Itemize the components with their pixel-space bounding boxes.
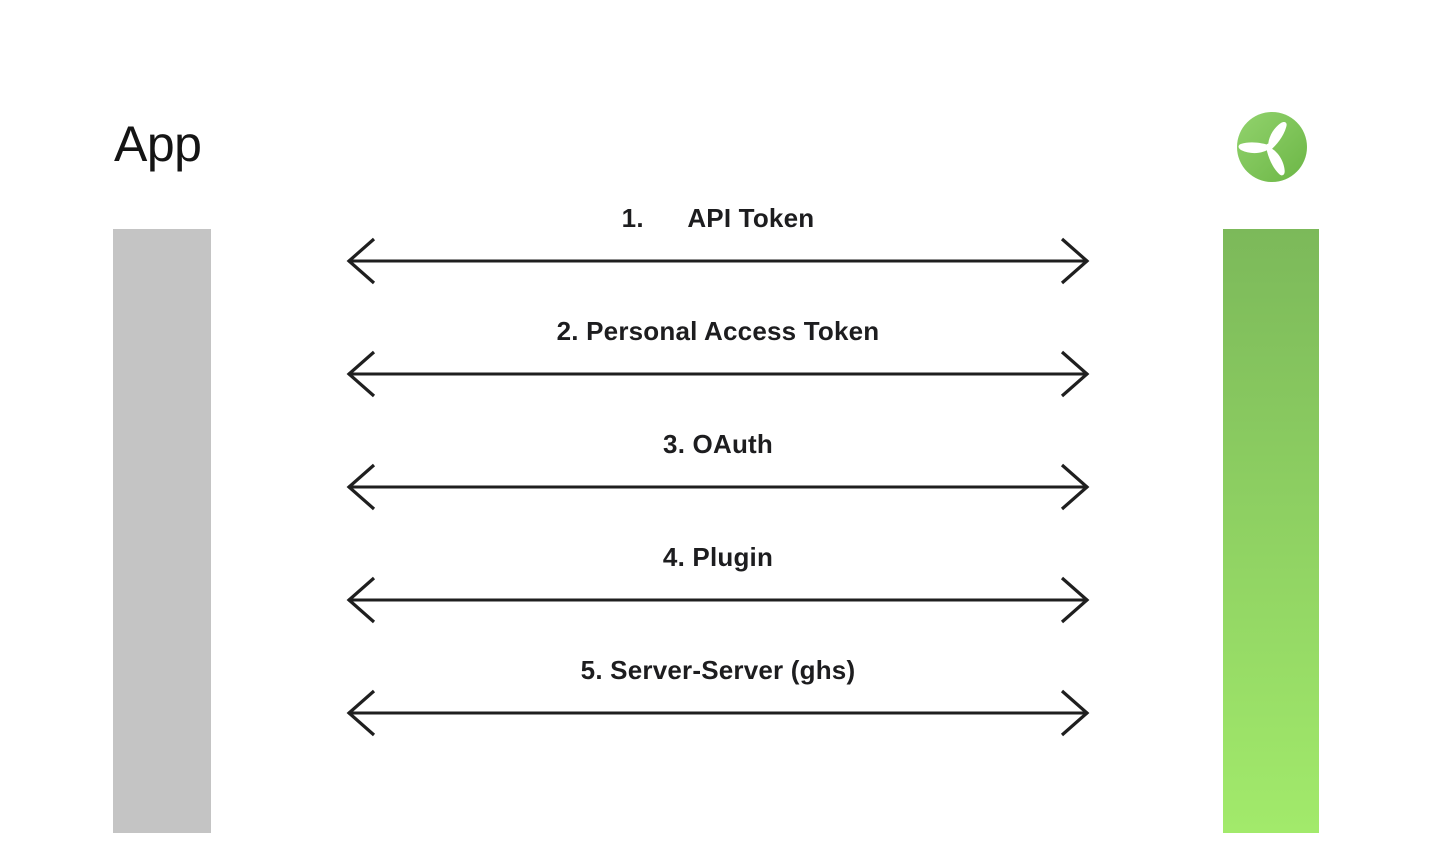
double-arrow-icon [346,463,1090,511]
connection-label: 4. Plugin [662,542,774,572]
connection-list: 1. API Token 2. Personal Access Token 3.… [344,193,1092,758]
double-arrow-icon [346,689,1090,737]
connection-label: 1. API Token [621,203,815,233]
app-lane-bar [113,229,211,833]
connection-label: 5. Server-Server (ghs) [580,655,856,685]
wind-turbine-icon [1237,112,1307,182]
connection-row: 5. Server-Server (ghs) [344,645,1092,758]
connection-label: 2. Personal Access Token [556,316,880,346]
double-arrow-icon [346,237,1090,285]
double-arrow-icon [346,350,1090,398]
service-lane-bar [1223,229,1319,833]
app-title: App [114,116,202,172]
double-arrow-icon [346,576,1090,624]
connection-row: 3. OAuth [344,419,1092,532]
connection-label: 3. OAuth [663,429,773,459]
connection-row: 4. Plugin [344,532,1092,645]
connection-row: 2. Personal Access Token [344,306,1092,419]
connection-row: 1. API Token [344,193,1092,306]
